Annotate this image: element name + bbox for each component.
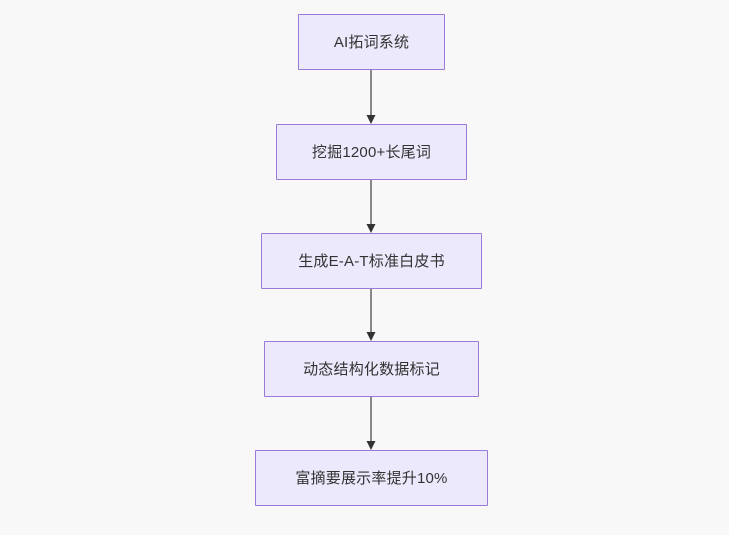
- edge-n4-n5: [366, 397, 376, 450]
- flowchart-node-generate-eat-whitepaper[interactable]: 生成E-A-T标准白皮书: [261, 233, 482, 289]
- node-label: 富摘要展示率提升10%: [295, 469, 448, 487]
- arrow-down-icon: [366, 180, 376, 233]
- flowchart-node-mine-longtail-keywords[interactable]: 挖掘1200+长尾词: [276, 124, 467, 180]
- flowchart-node-rich-snippet-rate-increase[interactable]: 富摘要展示率提升10%: [255, 450, 488, 506]
- arrow-down-icon: [366, 70, 376, 124]
- edge-n2-n3: [366, 180, 376, 233]
- node-label: 生成E-A-T标准白皮书: [298, 252, 445, 270]
- flowchart-node-ai-keyword-system[interactable]: AI拓词系统: [298, 14, 445, 70]
- edge-n1-n2: [366, 70, 376, 124]
- node-label: AI拓词系统: [333, 33, 410, 51]
- node-label: 动态结构化数据标记: [303, 360, 440, 378]
- arrow-down-icon: [366, 397, 376, 450]
- edge-n3-n4: [366, 289, 376, 341]
- node-label: 挖掘1200+长尾词: [311, 143, 432, 161]
- flowchart-node-dynamic-structured-data-markup[interactable]: 动态结构化数据标记: [264, 341, 479, 397]
- arrow-down-icon: [366, 289, 376, 341]
